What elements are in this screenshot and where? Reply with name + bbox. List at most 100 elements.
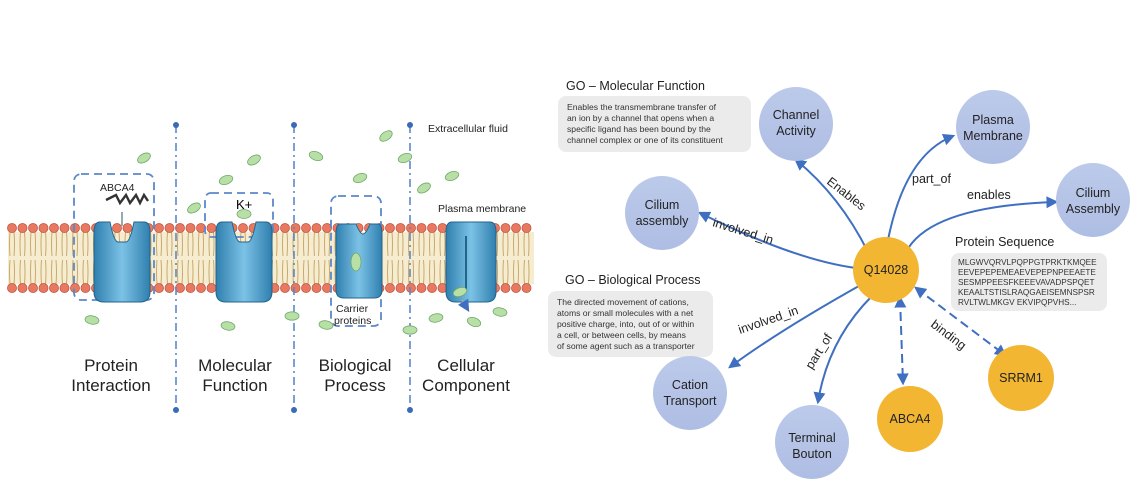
node-plasma-membrane[interactable]: Plasma Membrane (956, 90, 1030, 164)
lipid-tail (9, 259, 15, 285)
lipid-head (206, 283, 217, 293)
lipid-tail (502, 259, 509, 285)
edge-enables-cilium-assembly (905, 196, 1059, 253)
lipid-head (164, 283, 175, 293)
lipid-tail (408, 231, 414, 257)
lipid-tail (19, 259, 26, 285)
node-label: Activity (776, 124, 816, 138)
lipid-head (59, 283, 70, 293)
node-cation-transport[interactable]: Cation Transport (653, 356, 727, 430)
lipid-tail (282, 259, 288, 285)
lipid-head (521, 223, 532, 233)
lipid-tail (523, 259, 530, 285)
lipid-head (28, 283, 38, 293)
lipid-head (49, 223, 59, 233)
sequence-line: RVLTWLMKGV EKVIPQPVHS... (958, 298, 1076, 307)
ion-particle (308, 150, 324, 162)
lipid-tail (187, 259, 194, 285)
lipid-tail (282, 231, 288, 257)
ion-particle (417, 182, 431, 194)
k-ion-label: K+ (236, 197, 252, 212)
category-cellular-component-line1: Cellular (437, 356, 495, 375)
lipid-tail (82, 259, 89, 285)
ion-particle (137, 152, 151, 164)
go-bp-line: a cell, or between cells, by means (557, 330, 686, 340)
lipid-tail (324, 231, 330, 257)
node-channel-activity[interactable]: Channel Activity (759, 87, 833, 161)
go-bp-description-text: The directed movement of cations, atoms … (557, 297, 695, 351)
lipid-head (154, 223, 164, 233)
lipid-tail (513, 231, 519, 257)
lipid-tail (9, 231, 15, 257)
divider-dot (173, 407, 179, 413)
node-terminal-bouton[interactable]: Terminal Bouton (775, 405, 849, 479)
lipid-head (500, 223, 511, 233)
go-mf-line: specific ligand has been bound by the (567, 124, 711, 134)
node-label: ABCA4 (890, 412, 931, 426)
node-label: SRRM1 (999, 371, 1043, 385)
lipid-tail (61, 231, 68, 257)
lipid-tail (166, 231, 173, 257)
go-mf-line: an ion by a channel that opens when a (567, 113, 714, 123)
abca4-highlight-box (73, 173, 155, 301)
abca4-channel (93, 192, 151, 303)
lipid-head (406, 283, 416, 293)
lipid-head (290, 283, 301, 293)
lipid-head (427, 283, 437, 293)
lipid-head (385, 223, 395, 233)
lipid-tail (30, 231, 36, 257)
lipid-head (206, 223, 217, 233)
sequence-line: KEAALTSTISLRAQGAEISEMNSPSR (958, 288, 1095, 297)
sequence-line: EEVEPEPEMEAEVEPEPNPEEAETE (958, 268, 1096, 277)
go-mf-header: GO – Molecular Function (566, 79, 705, 93)
lipid-head (154, 283, 164, 293)
lipid-tail (408, 259, 414, 285)
node-srrm1[interactable]: SRRM1 (988, 345, 1054, 411)
lipid-tail (72, 231, 78, 257)
lipid-head (521, 283, 532, 293)
lipid-head (80, 283, 91, 293)
node-q14028[interactable]: Q14028 (853, 237, 919, 303)
node-cilium-assembly-right[interactable]: Cilium Assembly (1056, 163, 1130, 237)
lipid-head (80, 223, 91, 233)
lipid-head (49, 283, 59, 293)
category-biological-process-line2: Process (324, 376, 385, 395)
protein-sequence-header: Protein Sequence (955, 235, 1054, 249)
node-abca4[interactable]: ABCA4 (877, 386, 943, 452)
edge-involved-in-cilium (697, 211, 857, 269)
category-protein-interaction-line1: Protein (84, 356, 138, 375)
go-bp-line: positive charge, into, out of or within (557, 319, 694, 329)
edge-label-enables-cilium: enables (967, 188, 1011, 202)
abca4-ligand-icon (105, 192, 149, 206)
lipid-tail (82, 231, 89, 257)
lipid-head (427, 223, 437, 233)
lipid-head (385, 283, 395, 293)
ion-particle (220, 321, 236, 331)
go-bp-header: GO – Biological Process (565, 273, 700, 287)
carrier-label: Carrier (336, 303, 369, 315)
ion-particle (84, 315, 100, 325)
category-protein-interaction-line2: Interaction (71, 376, 150, 395)
lipid-head (500, 283, 511, 293)
lipid-tail (324, 259, 330, 285)
node-label: Terminal (788, 431, 835, 445)
go-bp-line: atoms or small molecules with a net (557, 308, 694, 318)
ion-particle (452, 286, 468, 298)
lipid-tail (439, 259, 446, 285)
lipid-head (301, 283, 311, 293)
category-molecular-function-line1: Molecular (198, 356, 272, 375)
lipid-head (17, 223, 28, 233)
node-cilium-assembly-left[interactable]: Cilium assembly (625, 176, 699, 250)
lipid-tail (30, 259, 36, 285)
lipid-tail (429, 231, 435, 257)
divider-dot (407, 407, 413, 413)
lipid-head (395, 283, 406, 293)
sequence-line: MLGWVQRVLPQPPGTPRKTKMQEE (958, 258, 1097, 267)
node-label: Cation (672, 378, 708, 392)
node-label: Channel (773, 108, 820, 122)
lipid-tail (208, 259, 215, 285)
graph-edges (697, 133, 1059, 405)
node-label: Membrane (963, 129, 1023, 143)
ion-particle (444, 170, 460, 182)
lipid-tail (313, 259, 320, 285)
